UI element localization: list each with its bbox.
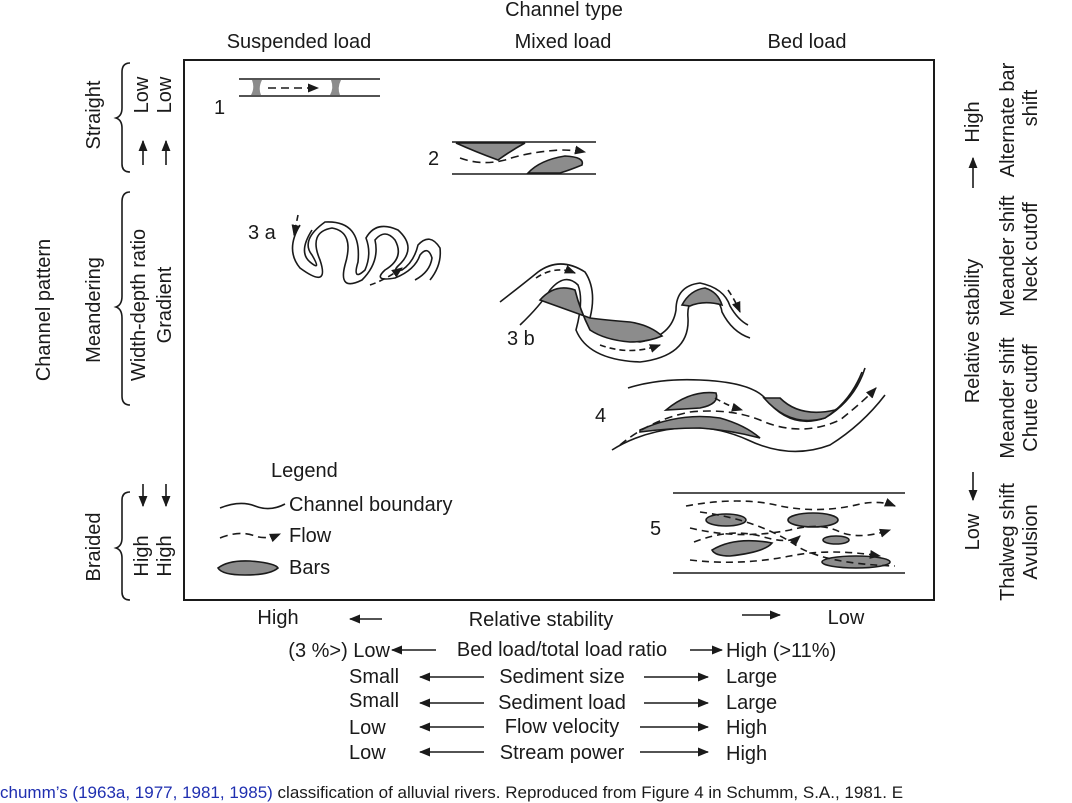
mixed-load-heading: Mixed load [514, 31, 612, 53]
flow-velocity-right: High [726, 717, 768, 739]
channel-3b-meander [499, 263, 751, 363]
sediment-size-label: Sediment size [499, 666, 625, 688]
stream-power-label: Stream power [499, 742, 625, 764]
caption-citation-link[interactable]: chumm’s (1963a, 1977, 1981, 1985) [0, 783, 273, 802]
bedload-ratio-label: Bed load/total load ratio [456, 639, 668, 661]
sediment-load-label: Sediment load [498, 692, 626, 714]
stream-power-left: Low [349, 742, 386, 764]
legend-title: Legend [271, 460, 338, 482]
channel-2-label: 2 [428, 148, 440, 170]
sediment-size-left: Small [349, 666, 400, 688]
channel-type-title: Channel type [505, 0, 623, 21]
flow-velocity-left: Low [349, 717, 386, 739]
caption-text: classification of alluvial rivers. Repro… [272, 783, 904, 802]
channel-2-straight-bars [452, 141, 596, 175]
channel-3a-label: 3 a [248, 222, 276, 244]
channel-3b-label: 3 b [507, 328, 535, 350]
channel-1-label: 1 [214, 97, 226, 119]
legend-flow-label: Flow [289, 525, 332, 547]
bottom-low-label: Low [827, 607, 865, 629]
straight-brace [113, 62, 131, 173]
diagram-panel [183, 59, 935, 601]
bed-load-heading: Bed load [767, 31, 847, 53]
channel-4-meander [611, 367, 886, 453]
bottom-high-label: High [257, 607, 299, 629]
bottom-relative-stability-label: Relative stability [468, 609, 614, 631]
channel-5-label: 5 [650, 518, 662, 540]
figure-caption: chumm’s (1963a, 1977, 1981, 1985) classi… [0, 783, 903, 803]
channel-5-braided [673, 492, 905, 574]
meandering-brace [113, 191, 131, 406]
stream-power-right: High [726, 743, 768, 765]
channel-4-label: 4 [595, 405, 607, 427]
bedload-ratio-left: (3 %>) Low [288, 640, 390, 662]
legend-symbols [216, 502, 286, 576]
suspended-load-heading: Suspended load [226, 31, 372, 53]
flow-velocity-label: Flow velocity [504, 716, 620, 738]
legend-bars-label: Bars [289, 557, 331, 579]
channel-3a-meander [291, 214, 442, 286]
channel-1-straight [239, 78, 380, 97]
sediment-load-left: Small [349, 690, 400, 712]
bedload-ratio-right: High (>11%) [726, 640, 837, 662]
sediment-load-right: Large [726, 692, 778, 714]
braided-brace [113, 491, 131, 601]
legend-boundary-label: Channel boundary [289, 494, 453, 516]
sediment-size-right: Large [726, 666, 778, 688]
